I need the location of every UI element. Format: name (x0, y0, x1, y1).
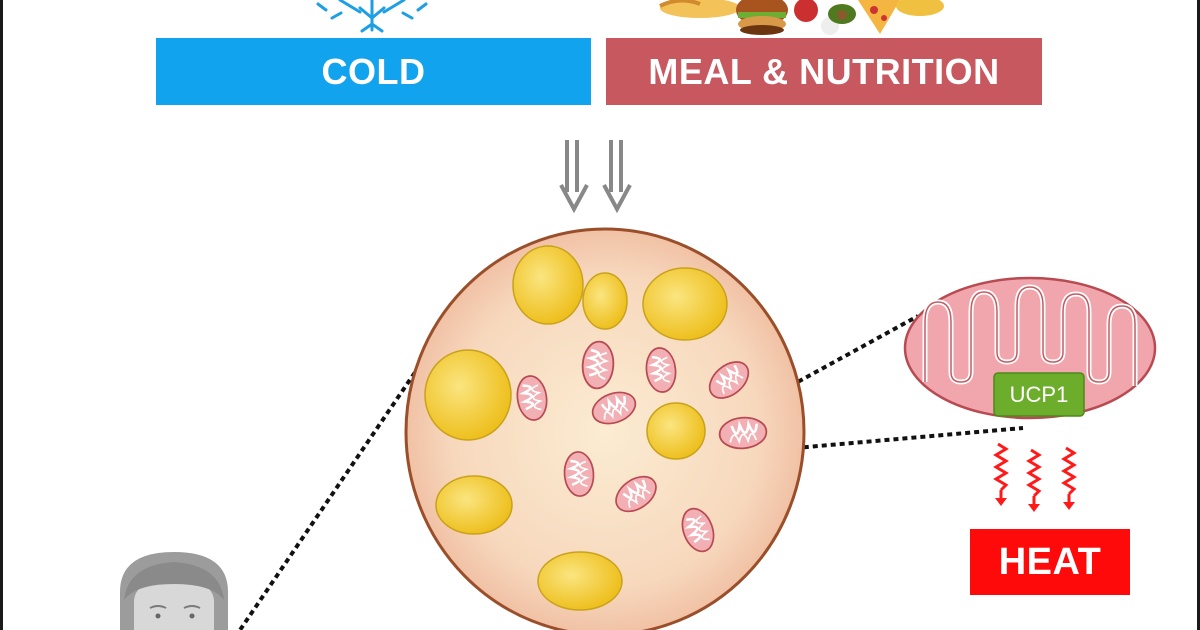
ucp1-protein: UCP1 (993, 372, 1085, 417)
lipid-droplets (424, 245, 728, 611)
cold-banner: COLD (156, 38, 591, 105)
heat-banner: HEAT (970, 529, 1130, 595)
food-icon (659, 0, 944, 35)
down-arrows-icon (559, 140, 632, 214)
cold-label: COLD (321, 50, 426, 92)
frame-right-border (1197, 0, 1200, 630)
heat-label: HEAT (998, 540, 1102, 583)
ucp1-label: UCP1 (1010, 382, 1069, 407)
enlarged-mitochondrion (903, 276, 1157, 420)
meal-nutrition-banner: MEAL & NUTRITION (606, 38, 1042, 105)
frame-left-border (0, 0, 3, 630)
snowflake-icon (316, 0, 428, 33)
meal-nutrition-label: MEAL & NUTRITION (648, 50, 1000, 92)
person-icon (120, 552, 228, 630)
heat-wave-icon (993, 442, 1077, 514)
